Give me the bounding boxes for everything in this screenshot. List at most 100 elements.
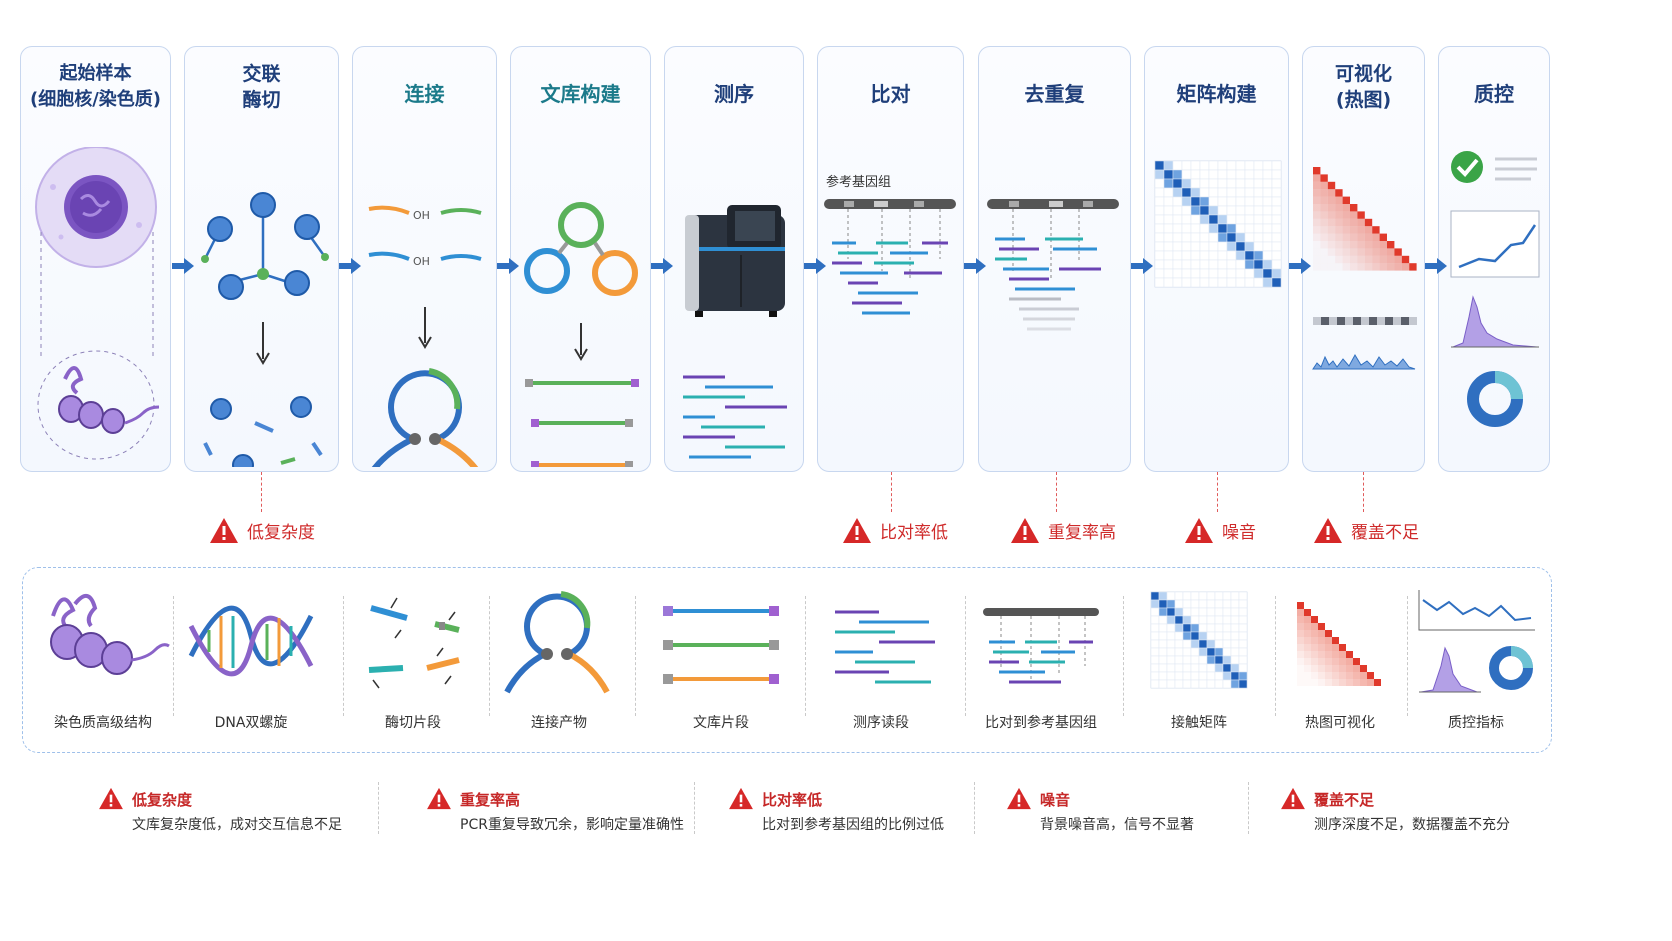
grid-cell — [1271, 268, 1282, 279]
grid-cell — [1158, 671, 1168, 681]
stage-title: 起始样本 (细胞核/染色质) — [29, 63, 162, 110]
grid-cell — [1350, 263, 1358, 271]
grid-cell — [1217, 214, 1228, 225]
grid-cell — [1346, 679, 1353, 686]
grid-cell — [1262, 160, 1273, 171]
grid-cell — [1154, 277, 1165, 288]
grid-cell — [1235, 250, 1246, 261]
grid-cell — [1339, 672, 1346, 679]
grid-cell — [1335, 233, 1343, 241]
grid-cell — [1190, 259, 1201, 270]
grid-cell — [1262, 223, 1273, 234]
grid-cell — [1150, 655, 1160, 665]
grid-cell — [1262, 232, 1273, 243]
grid-cell — [1350, 241, 1358, 249]
grid-cell — [1335, 263, 1343, 271]
grid-cell — [1379, 233, 1387, 241]
grid-cell — [1174, 663, 1184, 673]
grid-cell — [1332, 651, 1339, 658]
grid-cell — [1226, 205, 1237, 216]
gallery-label: 比对到参考基因组 — [985, 715, 1097, 731]
stage-title: 测序 — [714, 82, 754, 106]
grid-cell — [1357, 233, 1365, 241]
stage-title: 质控 — [1474, 82, 1514, 106]
grid-cell — [1174, 655, 1184, 665]
grid-cell — [1150, 623, 1160, 633]
library-icon — [524, 202, 639, 467]
grid-cell — [1226, 169, 1237, 180]
arrow-icon — [964, 258, 986, 274]
grid-cell — [1163, 250, 1174, 261]
grid-cell — [1172, 178, 1183, 189]
grid-cell — [1271, 232, 1282, 243]
grid-cell — [1297, 665, 1304, 672]
grid-cell — [1190, 631, 1200, 641]
arrow-icon — [339, 258, 361, 274]
grid-cell — [1190, 671, 1200, 681]
grid-cell — [1181, 277, 1192, 288]
grid-cell — [1364, 218, 1373, 227]
grid-cell — [1182, 647, 1192, 657]
grid-cell — [1163, 277, 1174, 288]
grid-cell — [1235, 160, 1246, 171]
grid-cell — [1313, 196, 1321, 204]
grid-cell — [1217, 223, 1228, 234]
grid-cell — [1199, 169, 1210, 180]
grid-cell — [1339, 679, 1346, 686]
gallery-item-qc-metrics: 质控指标 — [1411, 568, 1541, 754]
grid-cell — [1154, 178, 1165, 189]
grid-cell — [1172, 169, 1183, 180]
grid-cell — [1226, 214, 1237, 225]
grid-cell — [1357, 241, 1365, 249]
grid-cell — [1235, 205, 1246, 216]
grid-cell — [1163, 196, 1174, 207]
grid-cell — [1217, 205, 1228, 216]
grid-cell — [1154, 232, 1165, 243]
grid-cell — [1327, 189, 1336, 197]
grid-cell — [1335, 189, 1343, 197]
warning-icon — [729, 787, 753, 810]
warning-icon — [99, 787, 123, 810]
grid-cell — [1321, 317, 1329, 325]
grid-cell — [1214, 663, 1224, 673]
grid-cell — [1253, 268, 1264, 279]
grid-cell — [1172, 205, 1183, 216]
grid-cell — [1199, 259, 1210, 270]
grid-cell — [1313, 211, 1321, 219]
grid-cell — [1271, 241, 1282, 252]
issue-label: 噪音 — [1222, 522, 1256, 543]
grid-cell — [1172, 277, 1183, 288]
grid-cell — [1297, 637, 1304, 644]
stage-title: 矩阵构建 — [1176, 82, 1257, 106]
grid-cell — [1244, 160, 1255, 171]
divider — [1123, 596, 1124, 716]
grid-cell — [1226, 232, 1237, 243]
grid-cell — [1342, 211, 1350, 219]
grid-cell — [1318, 679, 1325, 686]
grid-cell — [1325, 665, 1332, 672]
grid-cell — [1235, 268, 1246, 279]
chromatin-icon — [50, 594, 170, 675]
grid-cell — [1190, 223, 1201, 234]
grid-cell — [1385, 317, 1393, 325]
grid-cell — [1150, 591, 1160, 601]
grid-cell — [1297, 658, 1304, 665]
grid-cell — [1198, 671, 1208, 681]
grid-cell — [1297, 616, 1304, 623]
grid-cell — [1190, 187, 1201, 198]
grid-cell — [1253, 169, 1264, 180]
grid-cell — [1262, 214, 1273, 225]
grid-cell — [1158, 655, 1168, 665]
grid-cell — [1163, 232, 1174, 243]
grid-cell — [1226, 250, 1237, 261]
grid-cell — [1230, 671, 1240, 681]
grid-cell — [1214, 679, 1224, 689]
grid-cell — [1163, 214, 1174, 225]
grid-cell — [1222, 599, 1232, 609]
grid-cell — [1181, 259, 1192, 270]
grid-cell — [1244, 241, 1255, 252]
grid-cell — [1166, 647, 1176, 657]
grid-cell — [1181, 160, 1192, 171]
grid-cell — [1350, 233, 1358, 241]
grid-cell — [1369, 317, 1377, 325]
